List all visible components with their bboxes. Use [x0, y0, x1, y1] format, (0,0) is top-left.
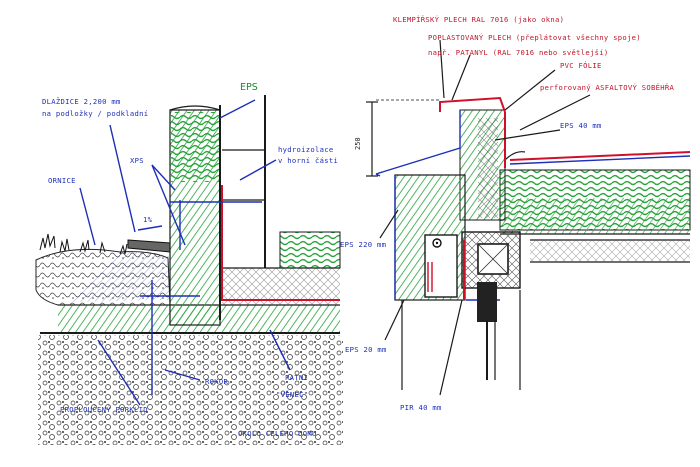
label-eps40: EPS 40 mm	[560, 121, 602, 130]
label-eps220: EPS 220 mm	[340, 240, 386, 249]
label-dlazdice: DLAŽDICE 2,200 mm	[42, 97, 121, 106]
label-dlazdice-2: na podložky / podkladní	[42, 109, 148, 118]
label-hydro-2: v horní části	[278, 156, 338, 165]
roof-membrane	[509, 151, 691, 161]
gravel-bed	[38, 335, 343, 445]
label-patni: PATNÍ	[285, 373, 308, 382]
label-prorovany: PROPLOUČENÝ PORKLID	[60, 405, 148, 414]
eps-top	[170, 112, 220, 182]
label-hydro: hydroizolace	[278, 145, 334, 154]
window-sash	[477, 282, 497, 322]
label-pvc: PVC FÓLIE	[560, 61, 602, 70]
paving	[127, 239, 171, 253]
floor-insulation	[279, 231, 341, 269]
label-dimension: 250	[354, 137, 362, 150]
label-venec: "VĚNEC"	[276, 390, 308, 399]
floor-slab	[222, 268, 340, 305]
coping-flashing	[439, 96, 506, 113]
left-detail	[35, 95, 343, 445]
waterproofing-line	[221, 185, 340, 301]
label-slope: 1%	[143, 215, 153, 224]
label-ornice: ORNICE	[48, 176, 76, 185]
grass	[39, 233, 128, 255]
label-rokor: ROKOR	[205, 377, 229, 386]
label-xps: XPS	[130, 156, 144, 165]
label-perforace: perforovaný ASFALTOVÝ SOBĚHŘA	[540, 83, 675, 92]
right-detail	[366, 39, 691, 396]
label-pir40: PIR 40 mm	[400, 403, 442, 412]
label-eps20: EPS 20 mm	[345, 345, 387, 354]
label-eps: EPS	[240, 82, 258, 93]
label-poplast: POPLASTOVANÝ PLECH (přeplátovat všechny …	[428, 33, 641, 42]
label-poplast-2: např. PATANYL (RAL 7016 nebo světlejší)	[428, 48, 608, 57]
label-klempir: KLEMPÍŘSKÝ PLECH RAL 7016 (jako okna)	[393, 15, 564, 24]
label-okolo: OKOLO CELÉHO DOMU	[238, 429, 317, 438]
